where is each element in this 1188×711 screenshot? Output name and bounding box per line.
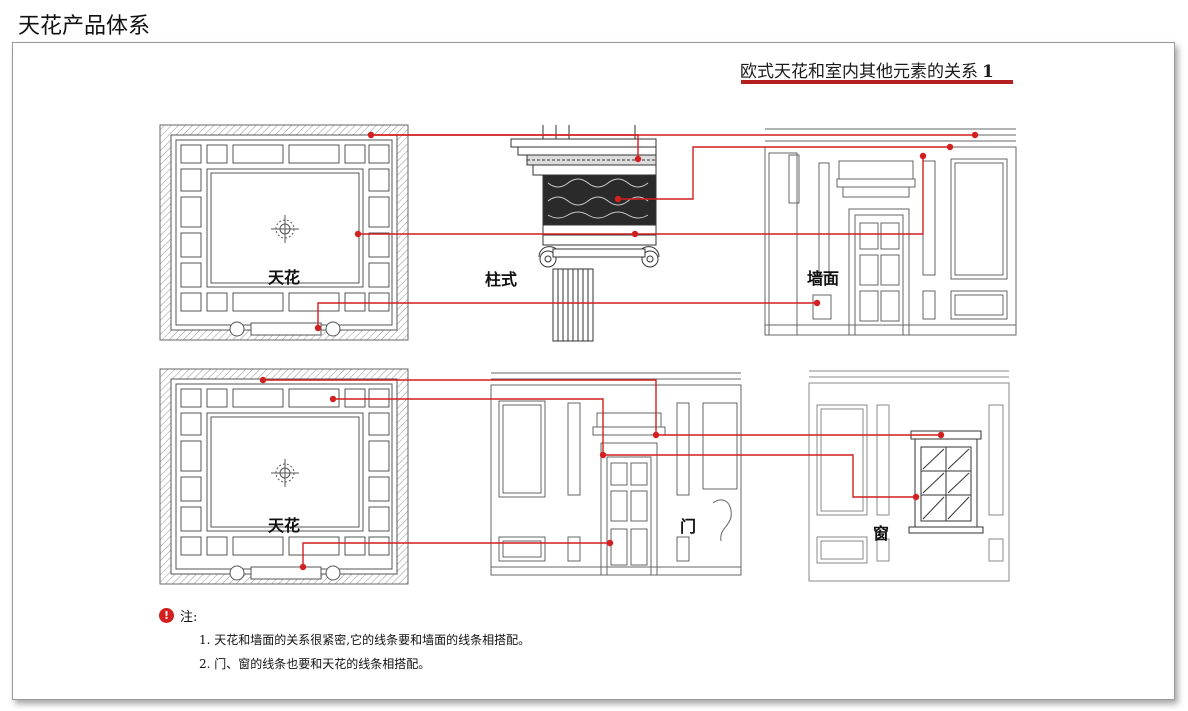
ceiling-plan-top xyxy=(159,124,409,341)
connector-lines xyxy=(263,134,975,567)
note-item: 2. 门、窗的线条也要和天花的线条相搭配。 xyxy=(199,657,431,671)
column-drawing xyxy=(510,125,660,342)
label-ceiling-bottom: 天花 xyxy=(268,516,301,535)
label-wall: 墙面 xyxy=(807,269,840,288)
ceiling-plan-bottom xyxy=(159,368,409,585)
door-elevation xyxy=(490,372,742,576)
title-underline xyxy=(741,80,1013,84)
relationship-diagram xyxy=(159,124,1017,585)
exclamation-icon: ! xyxy=(159,608,174,623)
wall-elevation-top xyxy=(764,128,1017,336)
label-door: 门 xyxy=(680,517,697,536)
note-header: ! 注: xyxy=(159,606,197,625)
connector-dots xyxy=(259,131,979,571)
label-column: 柱式 xyxy=(485,270,518,289)
note-label: 注: xyxy=(180,610,198,625)
card-title-number: 1 xyxy=(982,62,994,82)
note-item: 1. 天花和墙面的关系很紧密,它的线条要和墙面的线条相搭配。 xyxy=(199,633,531,647)
label-ceiling-top: 天花 xyxy=(268,268,301,287)
card-title-text: 欧式天花和室内其他元素的关系 xyxy=(740,62,978,82)
label-window: 窗 xyxy=(873,524,890,543)
window-elevation xyxy=(808,370,1010,582)
page-heading: 天花产品体系 xyxy=(18,14,151,39)
